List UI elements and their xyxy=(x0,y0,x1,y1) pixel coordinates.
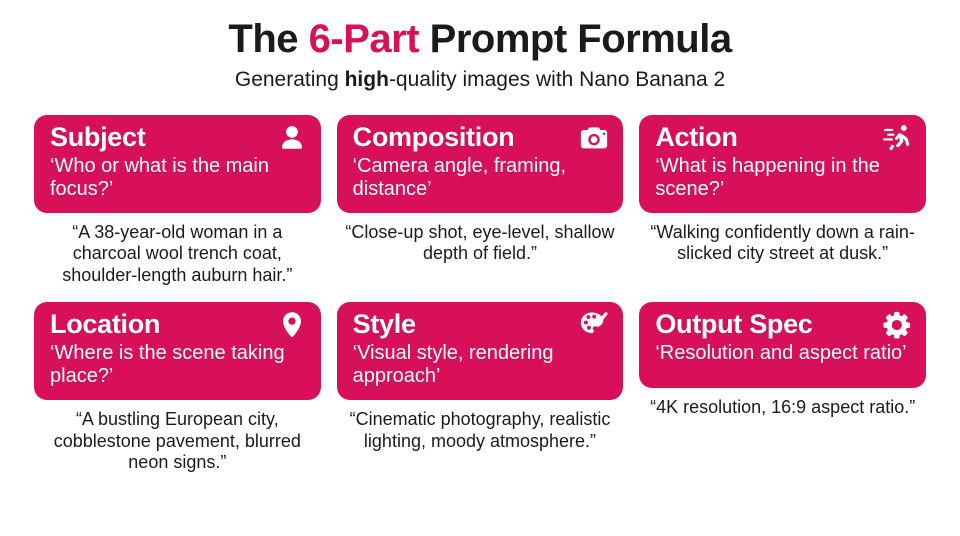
card-caption: “Cinematic photography, realistic lighti… xyxy=(349,408,611,451)
card-caption: “4K resolution, 16:9 aspect ratio.” xyxy=(650,397,916,418)
card-header: Subject xyxy=(50,124,307,153)
card-title: Location xyxy=(50,309,161,340)
card-header: Action xyxy=(655,124,912,153)
gear-icon xyxy=(882,310,912,340)
card-header: Composition xyxy=(353,124,610,153)
map-pin-icon xyxy=(277,310,307,340)
card-subtitle: ‘Camera angle, framing, distance’ xyxy=(352,155,567,200)
card-style[interactable]: Style ‘Visual style, rendering approach’ xyxy=(336,302,624,400)
card-title: Subject xyxy=(50,122,146,152)
card-subtitle: ‘Resolution and aspect ratio’ xyxy=(655,342,907,365)
header: The 6-Part Prompt Formula Generating hig… xyxy=(0,0,960,91)
formula-cell-subject: Subject ‘Who or what is the main focus?’… xyxy=(34,115,321,286)
page-subtitle-part-1: Generating xyxy=(234,68,345,91)
card-subtitle: ‘What is happening in the scene?’ xyxy=(655,155,880,200)
card-title: Action xyxy=(655,122,738,152)
page-title-part-1: The xyxy=(228,17,309,61)
card-location[interactable]: Location ‘Where is the scene taking plac… xyxy=(34,302,321,400)
card-caption: “Close-up shot, eye-level, shallow depth… xyxy=(345,221,615,264)
formula-cell-composition: Composition ‘Camera angle, framing, dist… xyxy=(336,115,624,286)
page-subtitle: Generating high-quality images with Nano… xyxy=(0,68,960,91)
page-title: The 6-Part Prompt Formula xyxy=(0,18,960,60)
formula-cell-location: Location ‘Where is the scene taking plac… xyxy=(34,302,321,473)
person-icon xyxy=(277,123,307,153)
card-composition[interactable]: Composition ‘Camera angle, framing, dist… xyxy=(336,115,624,213)
formula-cell-style: Style ‘Visual style, rendering approach’… xyxy=(336,302,624,473)
page-title-accent: 6-Part xyxy=(308,17,420,61)
card-title: Style xyxy=(352,309,416,340)
card-header: Style xyxy=(353,311,610,340)
card-output-spec[interactable]: Output Spec ‘Resolution and aspect ratio… xyxy=(639,302,926,389)
card-header: Output Spec xyxy=(655,311,912,340)
camera-icon xyxy=(579,123,609,153)
formula-cell-output-spec: Output Spec ‘Resolution and aspect ratio… xyxy=(639,302,926,473)
card-caption: “A 38-year-old woman in a charcoal wool … xyxy=(62,221,293,285)
formula-cell-action: Action ‘What is happening in the scene?’ xyxy=(639,115,926,286)
formula-card-grid: Subject ‘Who or what is the main focus?’… xyxy=(34,115,926,474)
card-subject[interactable]: Subject ‘Who or what is the main focus?’ xyxy=(34,115,321,213)
card-caption: “A bustling European city, cobblestone p… xyxy=(53,408,301,473)
card-title: Output Spec xyxy=(655,309,813,340)
page-subtitle-part-2: -quality images with Nano Banana 2 xyxy=(388,68,726,91)
page-subtitle-emphasis: high xyxy=(344,68,389,91)
card-caption: “Walking confidently down a rain-slicked… xyxy=(650,221,915,264)
card-subtitle: ‘Visual style, rendering approach’ xyxy=(352,342,554,388)
card-action[interactable]: Action ‘What is happening in the scene?’ xyxy=(639,115,926,213)
card-title: Composition xyxy=(352,122,515,152)
card-subtitle: ‘Who or what is the main focus?’ xyxy=(50,155,269,200)
running-person-icon xyxy=(882,123,912,153)
page-title-part-2: Prompt Formula xyxy=(419,17,732,61)
palette-brush-icon xyxy=(579,310,609,340)
card-header: Location xyxy=(50,311,307,340)
card-subtitle: ‘Where is the scene taking place?’ xyxy=(50,342,285,388)
